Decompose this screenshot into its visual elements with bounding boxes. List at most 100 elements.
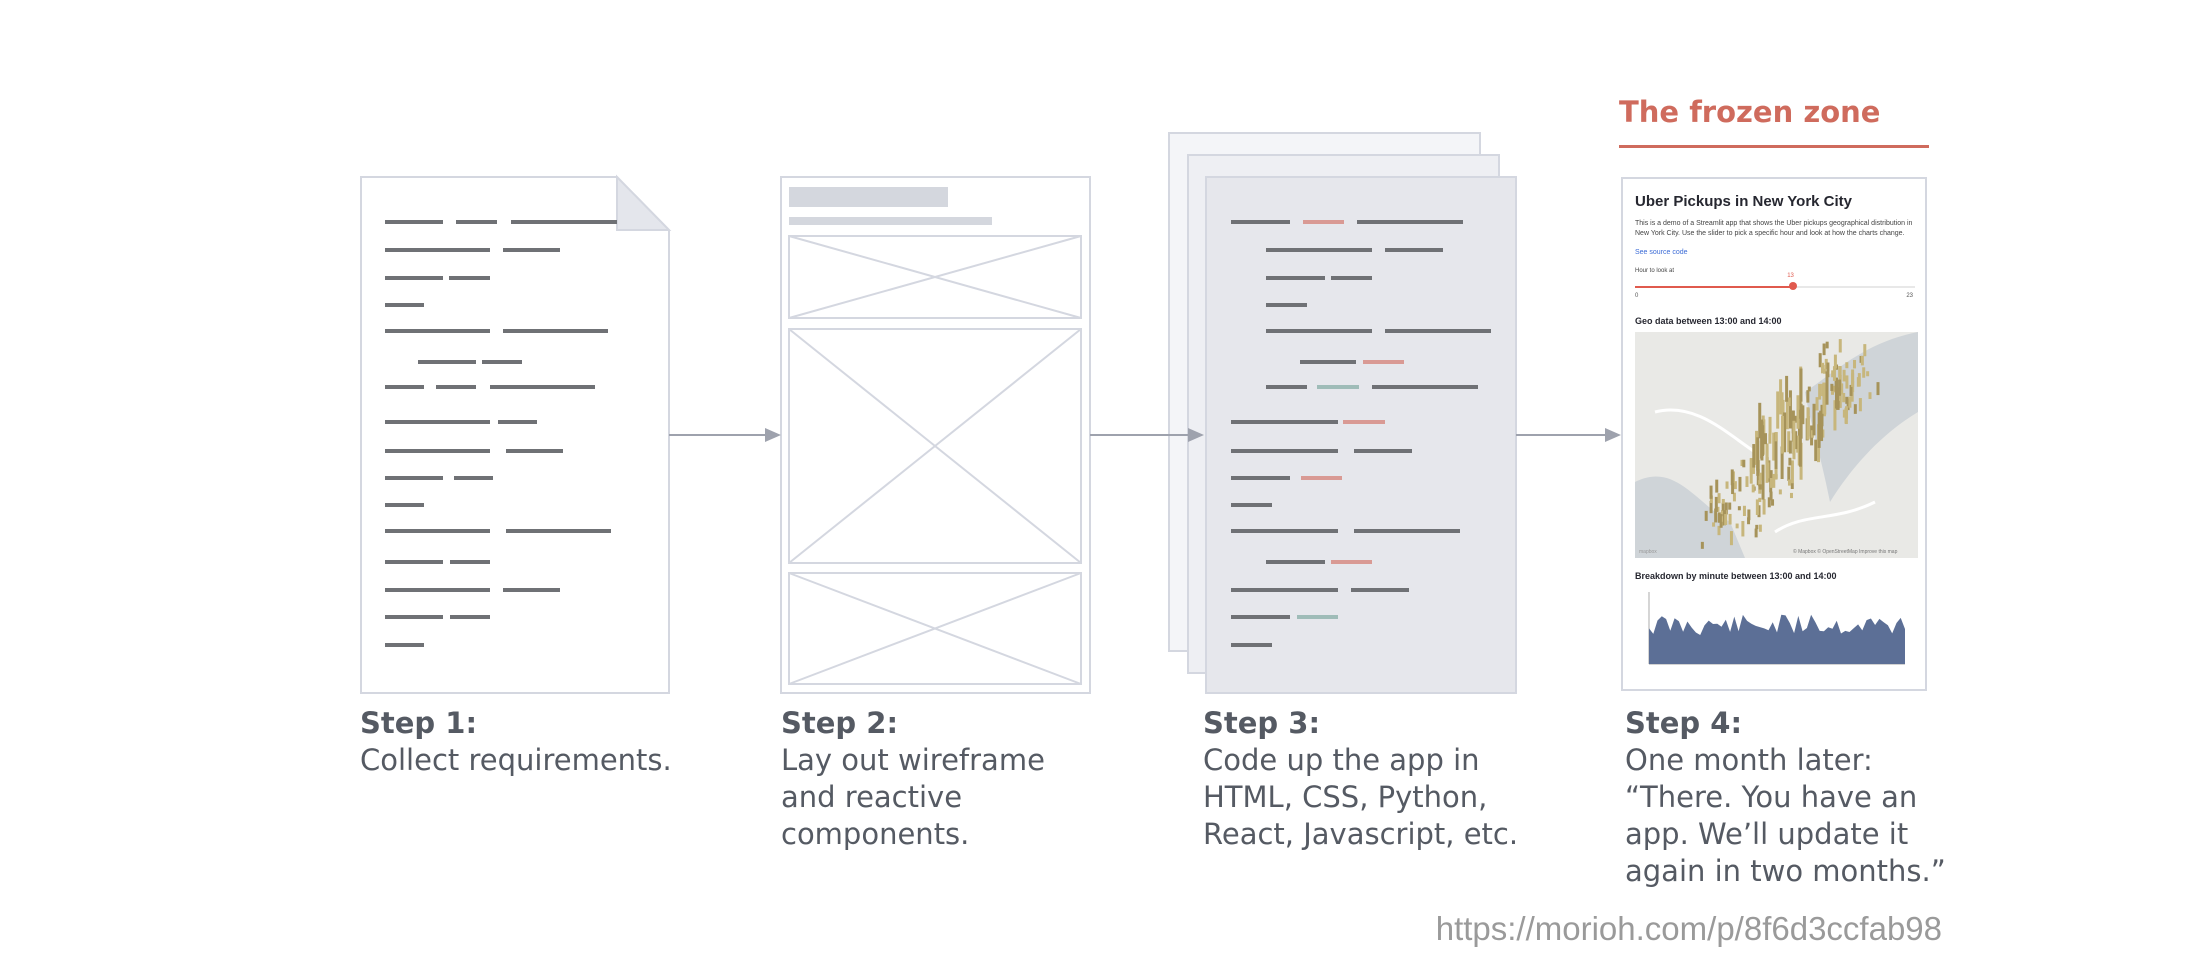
pickup-bar (1853, 359, 1857, 369)
pickup-bar (1768, 416, 1772, 435)
minute-breakdown-area-chart (1648, 592, 1905, 665)
pickup-bar (1846, 398, 1850, 411)
pickup-bar (1772, 473, 1776, 488)
step-title: Step 1: (360, 706, 478, 740)
pickup-bar (1798, 434, 1802, 467)
pickup-bar (1806, 407, 1810, 440)
pickup-bar (1863, 344, 1867, 357)
pickup-bar (1848, 396, 1852, 408)
slider-label: Hour to look at (1635, 268, 1675, 274)
pickup-bar (1810, 430, 1814, 438)
pickup-bar (1754, 528, 1758, 538)
pickup-bar (1709, 485, 1713, 499)
pickup-bar (1794, 415, 1798, 423)
step-title: Step 2: (781, 706, 899, 740)
step-title: Step 4: (1625, 706, 1743, 740)
pickup-bar (1807, 386, 1811, 392)
pickup-bar (1721, 498, 1725, 504)
slider-value: 13 (1787, 273, 1794, 279)
pickup-bar (1785, 375, 1789, 402)
pickup-bar (1769, 478, 1773, 488)
pickup-bar (1792, 420, 1796, 460)
pickup-bar (1774, 432, 1778, 469)
map-attribution: © Mapbox © OpenStreetMap Improve this ma… (1793, 549, 1898, 555)
arrow-step2-to-step3 (1090, 428, 1204, 442)
chart-heading: Breakdown by minute between 13:00 and 14… (1635, 571, 1837, 581)
pickup-bar (1738, 476, 1742, 492)
step-text-line: “There. You have an (1625, 780, 1918, 814)
pickup-bar (1851, 373, 1855, 387)
step-text-line: One month later: (1625, 743, 1873, 777)
step-1-label: Step 1: Collect requirements. (360, 705, 672, 779)
pickup-bar (1749, 459, 1753, 473)
pickup-bar (1781, 399, 1785, 422)
pickup-bar (1741, 521, 1745, 537)
slider-thumb[interactable] (1789, 282, 1798, 290)
pickup-bar (1845, 375, 1849, 389)
pickup-bar (1760, 421, 1764, 461)
pickup-bar (1725, 481, 1729, 489)
pickup-bar (1755, 524, 1759, 530)
pickup-bar (1745, 476, 1749, 487)
pickup-bar (1787, 431, 1791, 453)
pickup-bar (1868, 392, 1872, 399)
pickup-bar (1845, 362, 1849, 369)
pickup-bar (1779, 379, 1783, 415)
pickup-bar (1757, 505, 1761, 518)
pickup-bar (1751, 484, 1755, 493)
pickup-bar (1842, 392, 1846, 403)
pickup-bar (1719, 514, 1723, 528)
pickup-bar (1815, 397, 1819, 411)
pickup-bar (1728, 513, 1732, 525)
pickup-bar (1842, 369, 1846, 382)
pickup-bar (1769, 491, 1773, 501)
pickup-density-map[interactable] (1635, 332, 1918, 558)
pickup-bar (1742, 459, 1746, 468)
pickup-bar (1756, 437, 1760, 476)
pickup-bar (1742, 505, 1746, 516)
pickup-bar (1845, 396, 1849, 404)
pickup-bar (1776, 391, 1780, 429)
app-title: Uber Pickups in New York City (1635, 193, 1853, 210)
pickup-bar (1853, 404, 1857, 414)
pickup-bar (1838, 366, 1842, 377)
step-text-line: HTML, CSS, Python, (1203, 780, 1488, 814)
source-url: https://morioh.com/p/8f6d3ccfab98 (1435, 910, 1942, 947)
pickup-bar (1788, 457, 1792, 466)
step-text-line: Lay out wireframe (781, 743, 1045, 777)
pickup-bar (1781, 415, 1785, 454)
pickup-bar (1796, 395, 1800, 429)
wireframe-box-bottom (788, 572, 1082, 685)
pickup-bar (1709, 501, 1713, 514)
pickup-bar (1789, 492, 1793, 499)
pickup-bar (1758, 497, 1762, 503)
pickup-bar (1814, 439, 1818, 462)
pickup-bar (1790, 460, 1794, 484)
pickup-bar (1771, 499, 1775, 506)
pickup-bar (1876, 382, 1880, 396)
arrow-step3-to-step4 (1516, 428, 1621, 442)
pickup-bar (1812, 403, 1816, 436)
pickup-bar (1838, 379, 1842, 391)
step-title: Step 3: (1203, 706, 1321, 740)
pickup-bar (1732, 492, 1736, 502)
pickup-bar (1763, 433, 1767, 445)
wireframe-header-block (789, 187, 948, 207)
pickup-bar (1700, 541, 1704, 549)
pickup-bar (1866, 371, 1870, 377)
pickup-bar (1799, 403, 1803, 439)
source-code-link[interactable]: See source code (1635, 249, 1688, 256)
pickup-bar (1715, 479, 1719, 493)
pickup-bar (1788, 390, 1792, 429)
pickup-bar (1787, 479, 1791, 486)
pickup-bar (1758, 484, 1762, 490)
step-3-label: Step 3: Code up the app in HTML, CSS, Py… (1203, 705, 1518, 853)
pickup-bar (1761, 464, 1765, 500)
pickup-bar (1747, 517, 1751, 525)
pickup-bar (1729, 531, 1733, 546)
pickup-bar (1758, 402, 1762, 439)
wireframe-subheader-block (789, 217, 992, 225)
pickup-bar (1785, 401, 1789, 430)
step-4-label: Step 4: One month later: “There. You hav… (1625, 705, 1946, 890)
pickup-bar (1762, 499, 1766, 515)
